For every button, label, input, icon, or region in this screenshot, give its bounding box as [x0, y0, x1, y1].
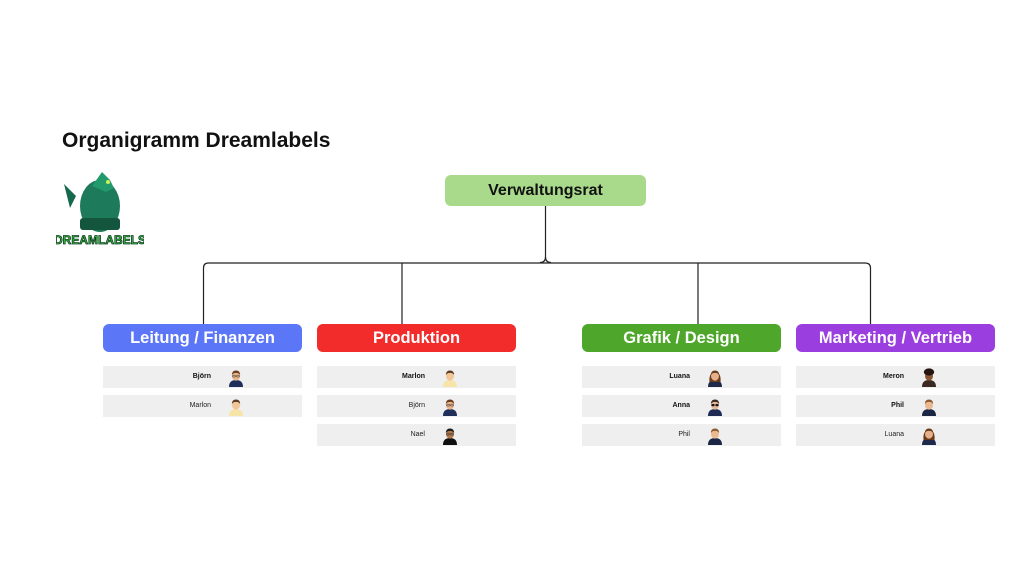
member-name: Meron	[883, 373, 904, 380]
member-name: Anna	[672, 402, 691, 409]
member-row[interactable]: Phil	[582, 424, 781, 446]
logo-text: DREAMLABELS	[56, 233, 144, 247]
dept-produktion[interactable]: Produktion	[317, 324, 516, 352]
woman-long-hair-avatar-icon	[708, 370, 722, 387]
member-name: Marlon	[189, 402, 211, 409]
branch-line	[202, 262, 872, 324]
member-name: Phil	[678, 431, 690, 438]
man-glasses-suit-avatar-icon	[443, 399, 457, 416]
man-afro-avatar-icon	[922, 368, 936, 387]
member-name: Marlon	[402, 373, 425, 380]
member-row[interactable]: Nael	[317, 424, 516, 446]
member-row[interactable]: Marlon	[103, 395, 302, 417]
dragon-logo-icon: DREAMLABELS	[56, 172, 144, 247]
member-name: Luana	[884, 431, 904, 438]
man-brown-hair-avatar-icon	[922, 399, 936, 416]
member-name: Luana	[669, 373, 690, 380]
member-row[interactable]: Meron	[796, 366, 995, 388]
dept-grafik-design[interactable]: Grafik / Design	[582, 324, 781, 352]
member-name: Björn	[408, 402, 425, 409]
man-glasses-suit-avatar-icon	[229, 370, 243, 387]
dept-leitung-finanzen[interactable]: Leitung / Finanzen	[103, 324, 302, 352]
member-row[interactable]: Marlon	[317, 366, 516, 388]
member-name: Phil	[891, 402, 904, 409]
root-connector	[539, 206, 547, 264]
node-verwaltungsrat[interactable]: Verwaltungsrat	[445, 175, 646, 206]
page-title: Organigramm Dreamlabels	[62, 129, 331, 152]
member-name: Nael	[410, 431, 425, 438]
member-row[interactable]: Luana	[582, 366, 781, 388]
man-curly-hair-avatar-icon	[443, 370, 457, 387]
man-glasses-dark-hair-avatar-icon	[443, 428, 457, 445]
man-curly-hair-avatar-icon	[229, 399, 243, 416]
member-row[interactable]: Björn	[317, 395, 516, 417]
man-brown-hair-avatar-icon	[708, 428, 722, 445]
member-row[interactable]: Phil	[796, 395, 995, 417]
member-name: Björn	[192, 373, 211, 380]
woman-sunglasses-avatar-icon	[708, 399, 722, 416]
root-connector-right	[544, 256, 552, 264]
dept-marketing-vertrieb[interactable]: Marketing / Vertrieb	[796, 324, 995, 352]
member-row[interactable]: Björn	[103, 366, 302, 388]
woman-long-hair-avatar-icon	[922, 428, 936, 445]
member-row[interactable]: Anna	[582, 395, 781, 417]
member-row[interactable]: Luana	[796, 424, 995, 446]
